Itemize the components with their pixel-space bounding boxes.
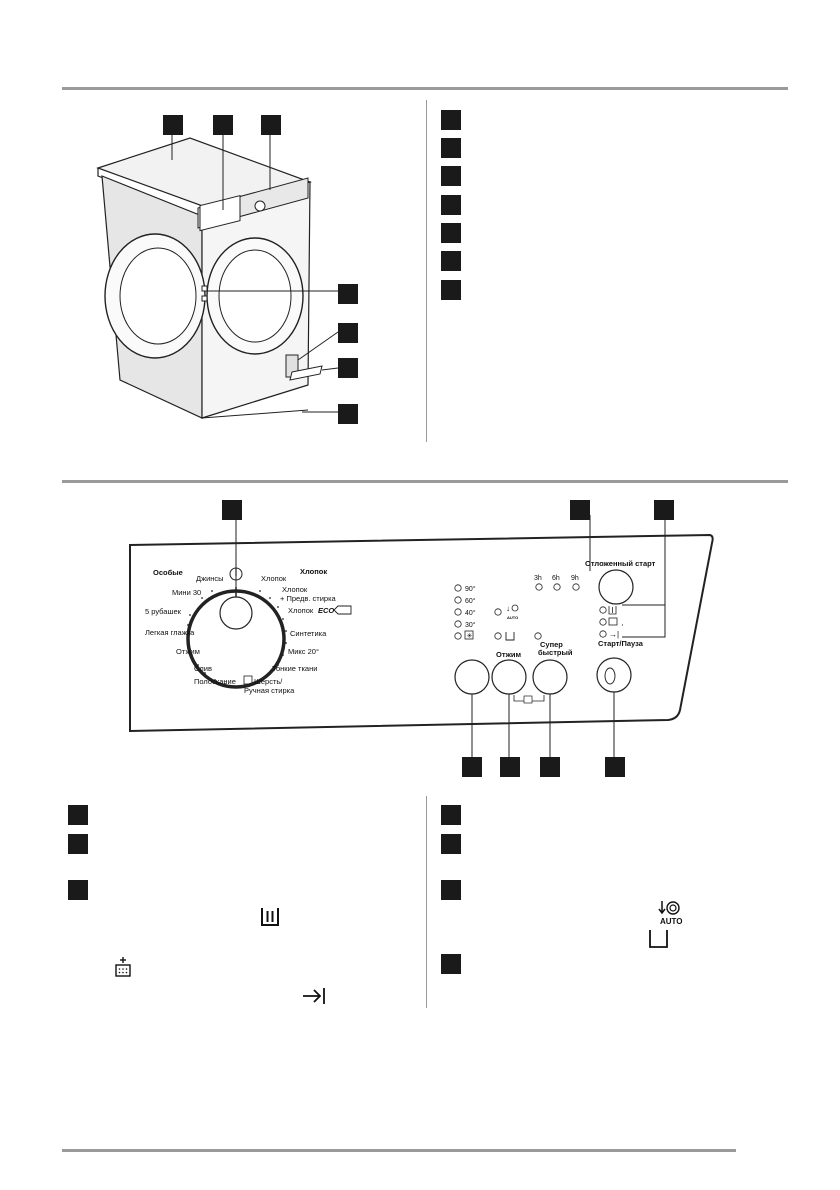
dial-knob[interactable] [219, 596, 253, 630]
temp-90: 90° [465, 585, 476, 593]
bottom-separator [426, 796, 427, 1008]
program-mix20: Микс 20° [288, 647, 319, 656]
rinse-phase-icon [608, 617, 618, 626]
snowflake-icon: ✳ [467, 632, 473, 640]
temperature-button[interactable] [454, 659, 490, 695]
callout-drain-filter [338, 323, 358, 343]
program-drain: Слив [194, 664, 212, 673]
legend-bottom-right-1 [441, 805, 461, 825]
temp-30: 30° [465, 621, 476, 629]
end-phase-icon [303, 988, 325, 1004]
bottom-rule [62, 1149, 736, 1152]
program-cotton-prewash: Хлопок [282, 585, 308, 594]
delay-3h: 3h [534, 575, 542, 582]
program-rinse: Полоскание [194, 677, 236, 686]
callout-start-pause-button [605, 757, 625, 777]
callout-super-quick-button [540, 757, 560, 777]
spin-label: Отжим [496, 650, 522, 659]
top-separator [426, 100, 427, 442]
callout-phase-indicators [654, 500, 674, 520]
callout-control-panel [261, 115, 281, 135]
auto-spin-icon: AUTO [658, 901, 683, 926]
delay-9h: 9h [571, 575, 579, 582]
delay-start-label: Отложенный старт [585, 559, 656, 568]
callout-feet [338, 404, 358, 424]
program-jeans: Джинсы [196, 574, 224, 583]
legend-square-2 [441, 138, 461, 158]
callout-program-dial [222, 500, 242, 520]
program-mini30: Мини 30 [172, 588, 201, 597]
legend-square-1 [441, 110, 461, 130]
program-cotton: Хлопок [261, 574, 287, 583]
middle-rule [62, 480, 788, 483]
auto-spin-icon: ↓ AUTO [506, 604, 519, 620]
legend-square-4 [441, 195, 461, 215]
callout-temperature-button [462, 757, 482, 777]
spin-button[interactable] [491, 659, 527, 695]
callout-door [338, 284, 358, 304]
wool-handwash-icon [243, 675, 253, 685]
legend-square-6 [441, 251, 461, 271]
temp-40: 40° [465, 609, 476, 617]
start-pause-lamp [604, 667, 616, 685]
svg-text:AUTO: AUTO [660, 917, 683, 926]
svg-text:AUTO: AUTO [507, 615, 518, 620]
end-phase-icon-small: →| [609, 630, 619, 639]
start-pause-label: Старт/Пауза [598, 639, 644, 648]
super-quick-button[interactable] [532, 659, 568, 695]
super-quick-label-1: Супер [540, 640, 563, 649]
no-spin-icon [505, 632, 515, 641]
svg-text:↓: ↓ [506, 604, 510, 613]
temperature-indicators: 90° 60° 40° 30° ✳ [454, 584, 476, 640]
program-cotton-prewash-sub: + Предв. стирка [280, 594, 337, 603]
legend-bottom-right-2 [441, 834, 461, 854]
legend-bottom-left-1 [68, 805, 88, 825]
group-special-label: Особые [153, 568, 183, 577]
program-delicates: Тонкие ткани [272, 664, 317, 673]
program-cotton-eco: Хлопок [288, 606, 314, 615]
wash-phase-icon [608, 606, 617, 615]
callout-lid [163, 115, 183, 135]
washing-machine-illustration [96, 122, 339, 419]
program-5shirts: 5 рубашек [145, 607, 182, 616]
program-handwash: Ручная стирка [244, 686, 295, 695]
no-spin-icon [649, 930, 668, 948]
extra-rinse-icon [523, 695, 533, 704]
legend-bottom-left-2 [68, 834, 88, 854]
callout-spin-button [500, 757, 520, 777]
legend-bottom-right-4 [441, 954, 461, 974]
start-pause-button[interactable] [596, 657, 632, 693]
wash-phase-icon [261, 908, 279, 926]
super-quick-label-2: быстрый [538, 648, 573, 657]
callout-filter-flap [338, 358, 358, 378]
program-easy-iron: Легкая глажка [145, 628, 195, 637]
legend-bottom-left-3 [68, 880, 88, 900]
top-rule [62, 87, 788, 90]
legend-square-5 [441, 223, 461, 243]
program-spin: Отжим [176, 647, 200, 656]
temp-60: 60° [465, 597, 476, 605]
legend-bottom-right-3 [441, 880, 461, 900]
callout-detergent-drawer [213, 115, 233, 135]
delay-start-button[interactable] [598, 569, 634, 605]
control-panel-diagram: Особые Хлопок Джинсы Мини 30 5 рубашек Л… [129, 515, 714, 757]
callout-delay-start [570, 500, 590, 520]
program-wool: Шерсть/ [254, 677, 283, 686]
legend-square-7 [441, 280, 461, 300]
rinse-plus-icon [115, 957, 131, 977]
program-synthetics: Синтетика [290, 629, 327, 638]
group-cotton-label: Хлопок [300, 567, 327, 576]
eco-label: ECO [318, 606, 334, 615]
eco-tag-icon [333, 605, 352, 615]
delay-6h: 6h [552, 575, 560, 582]
legend-square-3 [441, 166, 461, 186]
